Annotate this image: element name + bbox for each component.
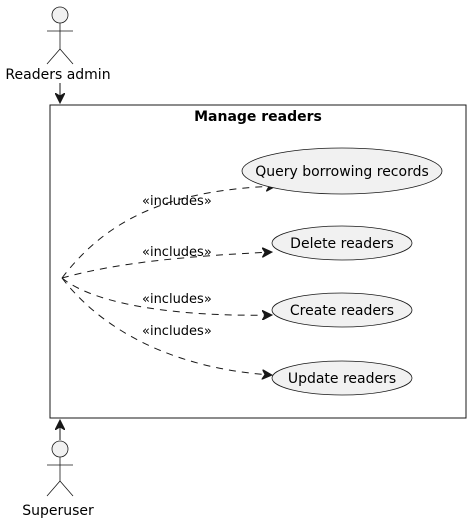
include-label-query: «includes» bbox=[142, 194, 212, 209]
actor-superuser: Superuser bbox=[22, 440, 94, 519]
actor-label: Superuser bbox=[22, 503, 94, 519]
include-label-update: «includes» bbox=[142, 324, 212, 339]
use-case-delete-readers: Delete readers bbox=[271, 225, 413, 261]
include-edge-update bbox=[61, 277, 272, 375]
stick-figure-icon bbox=[46, 6, 74, 65]
actor-label: Readers admin bbox=[5, 67, 110, 83]
include-edge-delete bbox=[61, 252, 272, 279]
use-case-label: Delete readers bbox=[290, 236, 394, 252]
use-case-label: Create readers bbox=[290, 303, 394, 319]
include-label-create: «includes» bbox=[142, 292, 212, 307]
stick-figure-icon bbox=[46, 440, 74, 497]
use-case-label: Query borrowing records bbox=[255, 164, 429, 180]
use-case-label: Update readers bbox=[288, 371, 396, 387]
use-case-create-readers: Create readers bbox=[271, 292, 413, 328]
include-edge-query bbox=[61, 186, 276, 279]
use-case-update-readers: Update readers bbox=[271, 360, 413, 396]
actor-readers-admin: Readers admin bbox=[5, 6, 111, 83]
use-case-query-borrowing-records: Query borrowing records bbox=[241, 147, 443, 195]
include-edge-create bbox=[61, 277, 272, 315]
boundary-title: Manage readers bbox=[194, 109, 322, 125]
include-label-delete: «includes» bbox=[142, 245, 212, 260]
